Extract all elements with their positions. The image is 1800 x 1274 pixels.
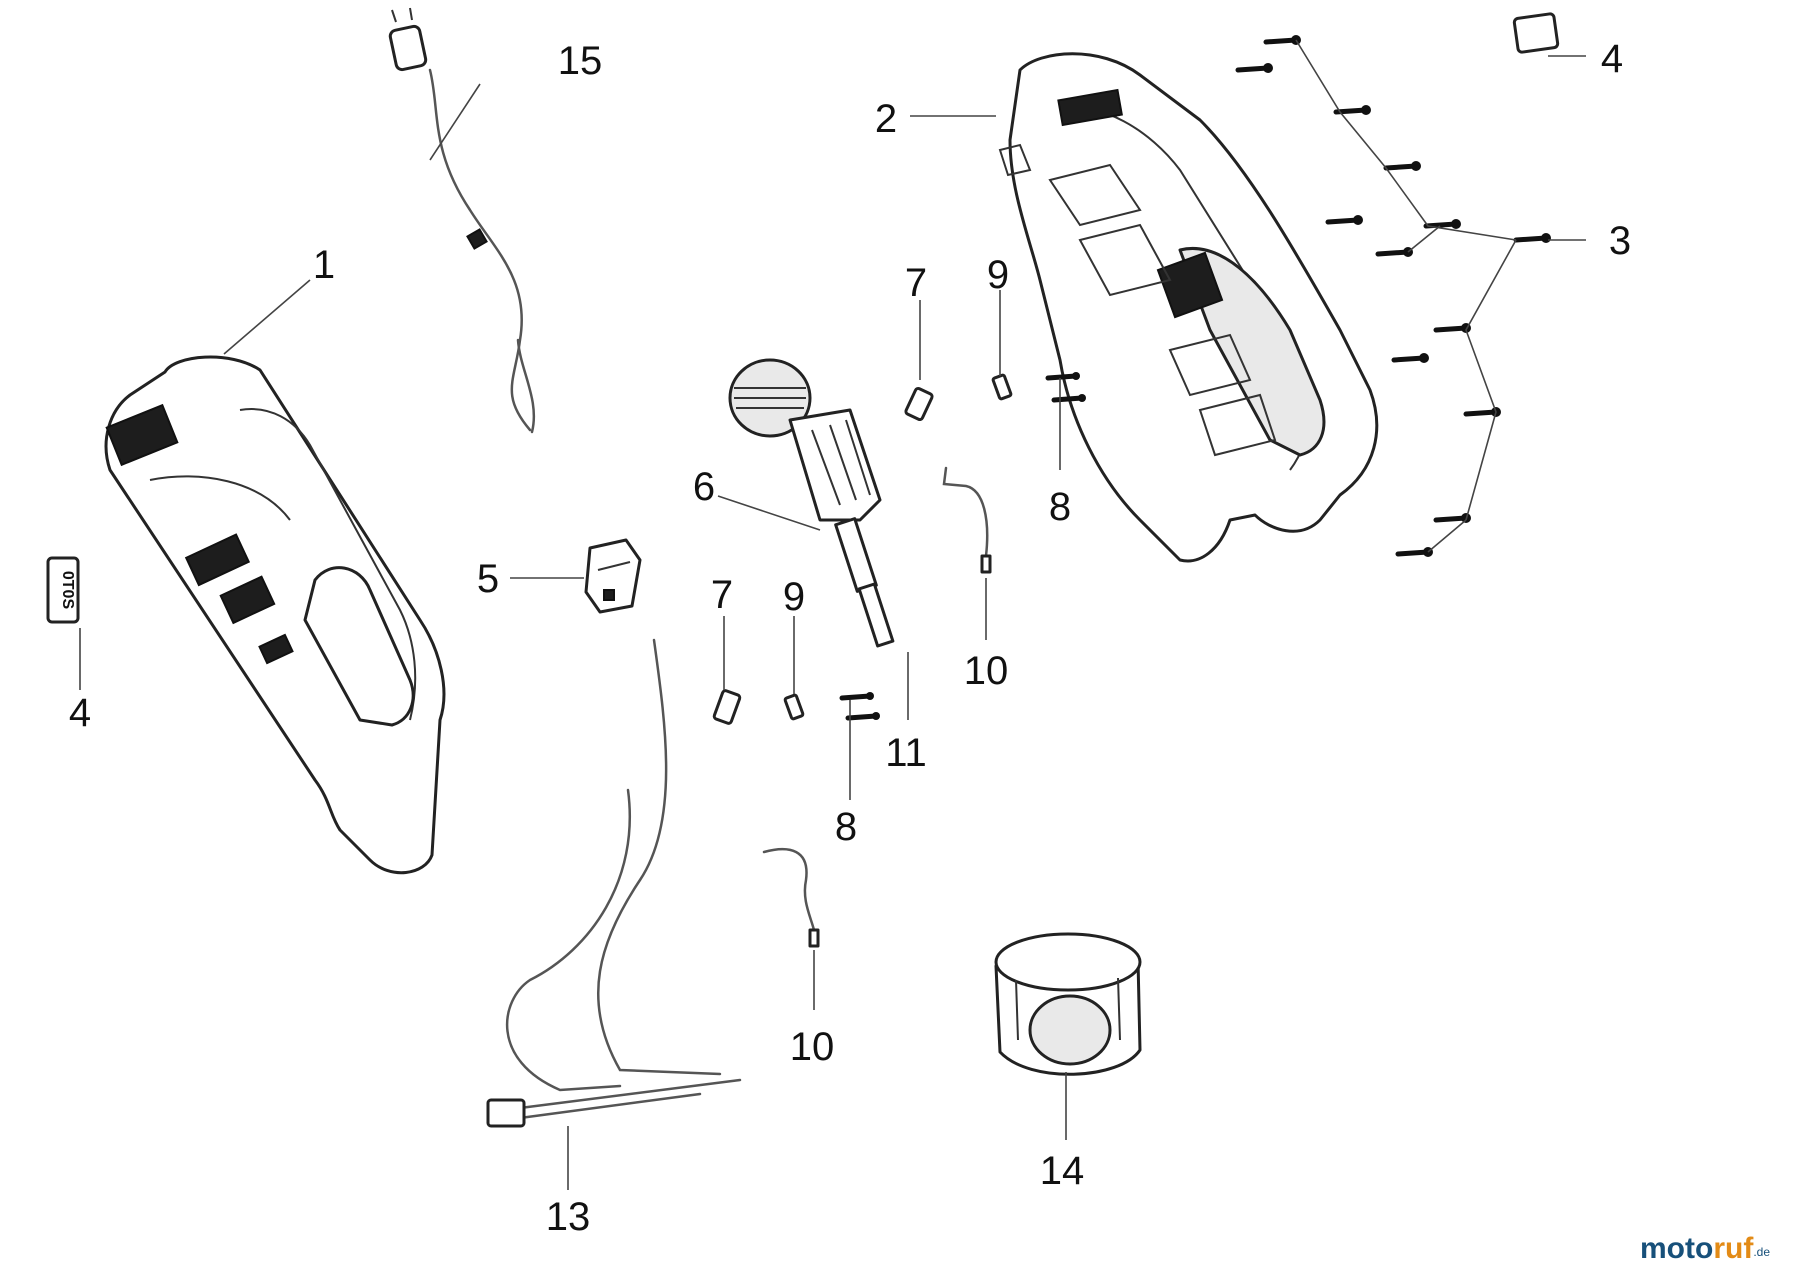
label-part-4-left: 0T0S (46, 556, 80, 624)
callout-7-upper: 7 (905, 261, 927, 305)
power-cord-part-15 (388, 7, 536, 434)
leader-lines (79, 55, 1586, 1190)
callout-9-upper: 9 (987, 253, 1009, 297)
callout-10-lower: 10 (790, 1025, 835, 1069)
label-part-4-right (1512, 12, 1560, 54)
lead-part-10-lower (762, 848, 820, 948)
callout-9-lower: 9 (783, 575, 805, 619)
callout-4-right: 4 (1601, 37, 1623, 81)
callout-7-lower: 7 (711, 573, 733, 617)
watermark-suffix: .de (1753, 1245, 1770, 1259)
watermark-logo: motoruf.de (1640, 1232, 1770, 1265)
right-housing-part-2 (998, 52, 1379, 563)
watermark-part1: moto (1640, 1232, 1713, 1265)
callout-1: 1 (313, 243, 335, 287)
screws-part-8-upper (1045, 372, 1086, 470)
callout-5: 5 (477, 557, 499, 601)
armature-part-6 (728, 358, 895, 648)
lead-part-10-upper (942, 466, 992, 574)
callout-4-left: 4 (69, 691, 91, 735)
label-text: 0T0S (59, 571, 76, 610)
callout-2: 2 (875, 97, 897, 141)
callout-3: 3 (1609, 219, 1631, 263)
spring-part-9-lower (783, 693, 805, 721)
switch-part-5 (584, 538, 642, 614)
callout-15: 15 (558, 39, 603, 83)
watermark-part2: ruf (1713, 1232, 1754, 1265)
screws-part-3 (1235, 35, 1551, 557)
callout-13: 13 (546, 1195, 591, 1239)
screws-part-8-lower (839, 692, 880, 800)
spring-part-9-upper (991, 373, 1013, 401)
svg-text:motoruf.de: motoruf.de (1640, 1232, 1770, 1265)
left-housing-part-1 (104, 355, 446, 875)
callout-8-upper: 8 (1049, 485, 1071, 529)
callout-14: 14 (1040, 1149, 1085, 1193)
callout-11: 11 (885, 731, 927, 775)
callouts: 15 2 4 3 1 4 5 6 7 9 8 10 7 9 11 8 10 13… (69, 37, 1631, 1239)
callout-6: 6 (693, 465, 715, 509)
callout-10-upper: 10 (964, 649, 1009, 693)
wiring-part-13 (486, 638, 742, 1128)
brush-part-7-lower (712, 689, 742, 725)
brush-part-7-upper (904, 386, 934, 422)
bearing-housing-part-14 (994, 932, 1142, 1076)
callout-8-lower: 8 (835, 805, 857, 849)
